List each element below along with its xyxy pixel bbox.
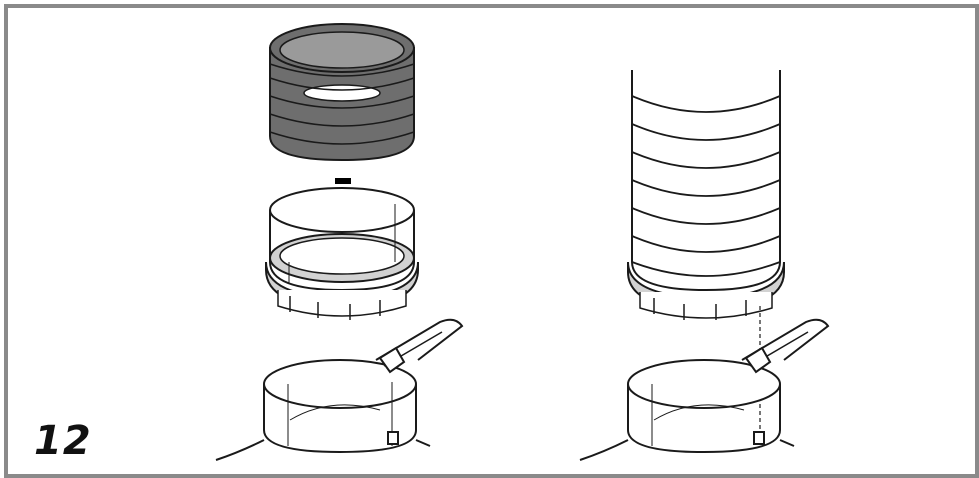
dark-hose-segment: [269, 23, 415, 162]
appliance-outlet-right: [579, 318, 830, 461]
adapter-collar: [265, 187, 419, 320]
left-panel: [215, 23, 464, 461]
appliance-outlet: [215, 318, 464, 461]
illustration-frame: [4, 4, 979, 478]
fitted-white-hose: [627, 70, 785, 320]
right-panel: [579, 70, 830, 461]
step-number: 12: [34, 418, 92, 464]
